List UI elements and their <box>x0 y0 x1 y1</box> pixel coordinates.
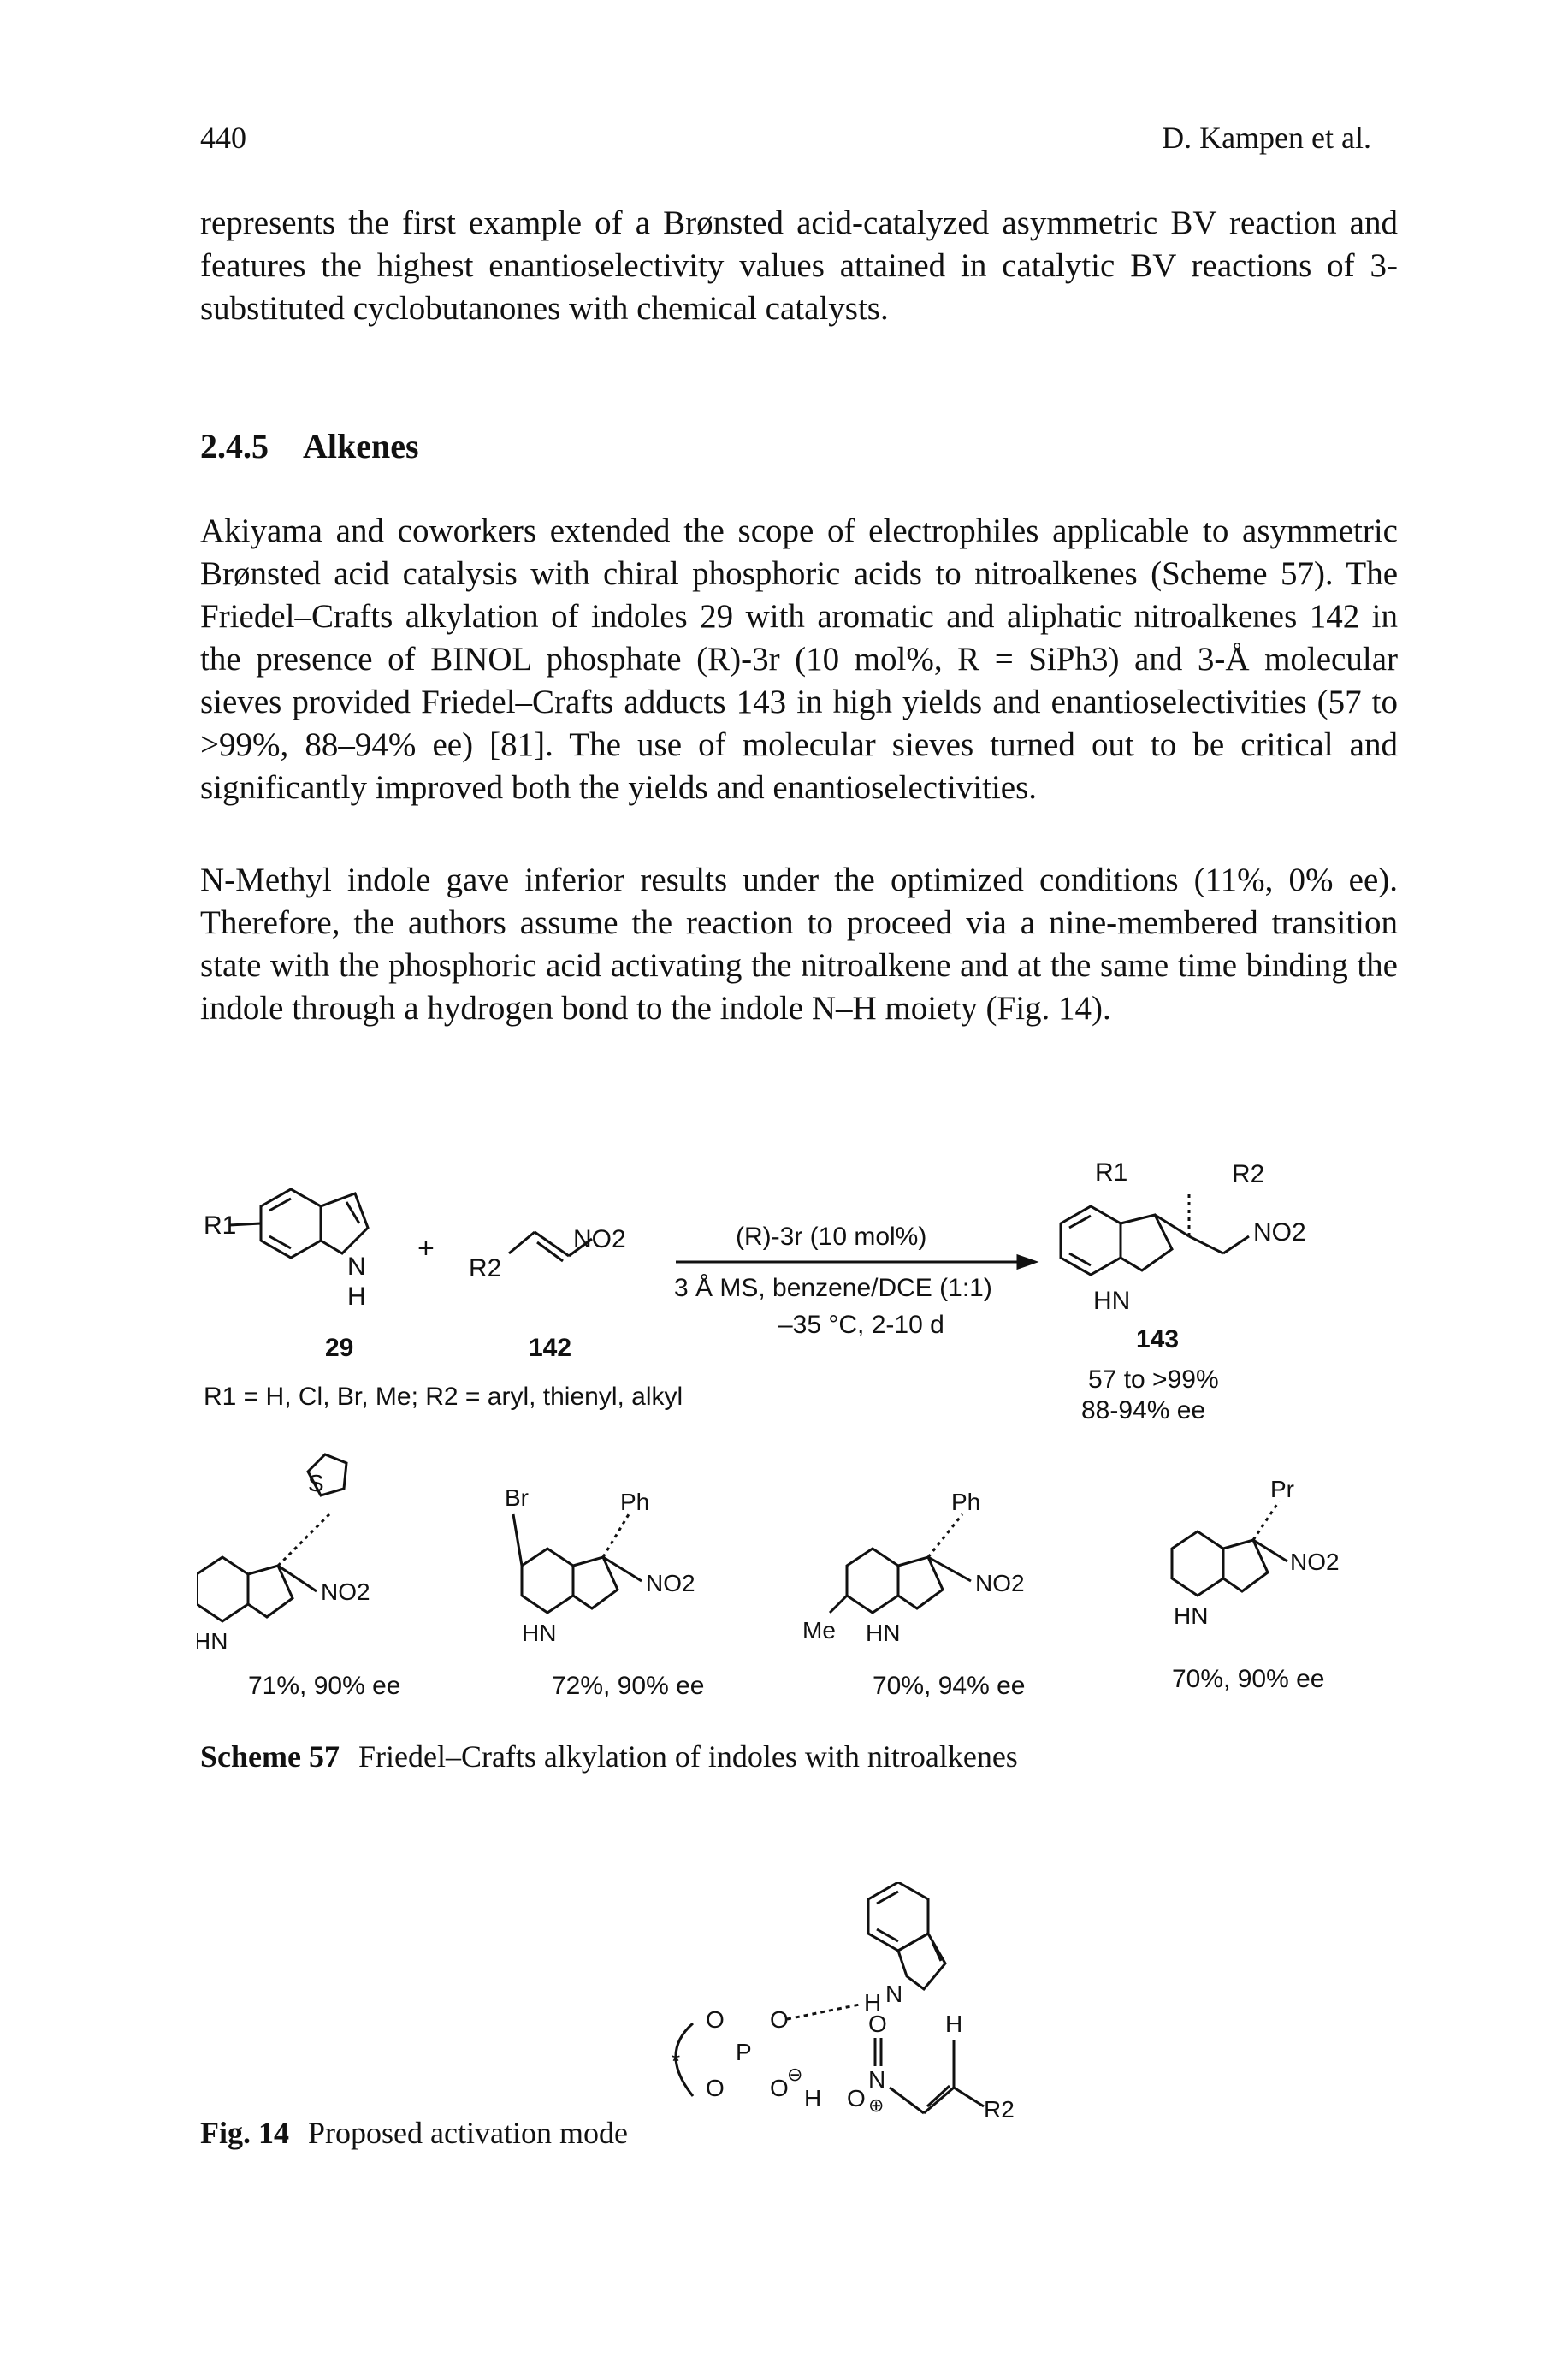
fig14-h-vinyl: H <box>945 2011 962 2037</box>
h-atom: H <box>347 1282 366 1311</box>
result-example-2: 72%, 90% ee <box>552 1672 704 1700</box>
paragraph-1: represents the first example of a Brønst… <box>200 204 1398 327</box>
figure-14-graphic: N H * O O P O O ⊖ H O ⊕ N O H R2 <box>672 1882 1015 2123</box>
no2-example-1: NO2 <box>321 1578 370 1605</box>
r1-label-product: R1 <box>1095 1158 1127 1187</box>
hn-example-3: HN <box>866 1620 900 1646</box>
ph-example-2: Ph <box>620 1489 649 1515</box>
result-example-1: 71%, 90% ee <box>248 1672 400 1700</box>
compound-143-label: 143 <box>1136 1325 1179 1353</box>
substituent-definitions: R1 = H, Cl, Br, Me; R2 = aryl, thienyl, … <box>204 1383 683 1411</box>
no2-example-2: NO2 <box>646 1570 695 1596</box>
section-title: Alkenes <box>303 427 419 465</box>
r1-label: R1 <box>204 1211 236 1240</box>
example-product-4: Pr NO2 HN 70%, 90% ee <box>1170 1476 1340 1693</box>
result-example-3: 70%, 94% ee <box>873 1672 1025 1700</box>
result-example-4: 70%, 90% ee <box>1172 1665 1324 1693</box>
hn-example-1: HN <box>197 1628 228 1655</box>
condition-catalyst: (R)-3r (10 mol%) <box>736 1223 926 1251</box>
condition-temp: –35 °C, 2-10 d <box>778 1311 944 1339</box>
example-product-1: S NO2 HN 71%, 90% ee <box>197 1453 400 1700</box>
ee-range: 88-94% ee <box>1081 1396 1205 1424</box>
compound-29-label: 29 <box>325 1334 353 1362</box>
condition-ms: 3 Å MS, benzene/DCE (1:1) <box>674 1274 992 1302</box>
fig14-o-3: O <box>706 2075 725 2101</box>
page-number: 440 <box>200 121 246 155</box>
thienyl-s-atom: S <box>308 1470 324 1496</box>
fig14-o-5: O <box>847 2085 866 2111</box>
figure-14-caption-text: Proposed activation mode <box>308 2116 628 2150</box>
product-143-structure: R1 R2 NO2 HN <box>1059 1158 1306 1315</box>
fig14-o-2: O <box>770 2006 789 2033</box>
no2-example-3: NO2 <box>975 1570 1025 1596</box>
me-substituent: Me <box>802 1617 836 1644</box>
scheme-57-caption-text: Friedel–Crafts alkylation of indoles wit… <box>358 1739 1018 1774</box>
fig14-o-1: O <box>706 2006 725 2033</box>
fig14-o-6: O <box>868 2011 887 2037</box>
section-number: 2.4.5 <box>200 427 269 465</box>
hn-example-2: HN <box>522 1620 556 1646</box>
example-product-3: Me Ph NO2 HN 70%, 94% ee <box>802 1489 1025 1700</box>
r2-label-product: R2 <box>1232 1160 1264 1188</box>
fig14-n-atom: N <box>885 1981 902 2007</box>
n-atom: N <box>347 1253 366 1281</box>
fig14-r2: R2 <box>984 2096 1015 2123</box>
fig14-o-4: O <box>770 2075 789 2101</box>
fig14-n-nitro: N <box>868 2066 885 2093</box>
fig14-star: * <box>672 2048 680 2074</box>
scheme-57-caption: Scheme 57 Friedel–Crafts alkylation of in… <box>200 1738 1018 1774</box>
br-substituent: Br <box>505 1484 529 1511</box>
ph-example-3: Ph <box>951 1489 980 1515</box>
figure-14-label: Fig. 14 <box>200 2116 289 2150</box>
fig14-p-atom: P <box>736 2039 752 2065</box>
example-product-2: Br Ph NO2 HN 72%, 90% ee <box>505 1484 704 1700</box>
plus-sign: + <box>417 1232 435 1264</box>
indole-29-structure: R1 N H <box>204 1188 370 1311</box>
fig14-minus: ⊖ <box>787 2064 802 2085</box>
scheme-57-graphic: R1 N H + R2 NO2 (R)-3r (10 mol%) 3 Å MS,… <box>197 1158 1340 1700</box>
r2-label: R2 <box>469 1254 501 1282</box>
fig14-plus: ⊕ <box>868 2094 884 2116</box>
figure-14-caption: Fig. 14 Proposed activation mode <box>200 2115 628 2151</box>
compound-142-label: 142 <box>529 1334 571 1362</box>
no2-example-4: NO2 <box>1290 1549 1340 1575</box>
nitroalkene-142-structure: R2 NO2 <box>469 1225 626 1282</box>
no2-label: NO2 <box>573 1225 626 1253</box>
yield-range: 57 to >99% <box>1088 1365 1219 1394</box>
fig14-h-bridge: H <box>804 2085 821 2111</box>
paragraph-2: Akiyama and coworkers extended the scope… <box>200 512 1398 806</box>
scheme-57-label: Scheme 57 <box>200 1739 340 1774</box>
running-head: D. Kampen et al. <box>1162 121 1371 155</box>
hn-example-4: HN <box>1174 1602 1208 1629</box>
fig14-nh-h: H <box>864 1989 881 2016</box>
paragraph-3: N-Methyl indole gave inferior results un… <box>200 862 1398 1027</box>
no2-label-product: NO2 <box>1253 1218 1306 1247</box>
section-heading: 2.4.5 Alkenes <box>200 426 453 466</box>
arrow-head <box>1016 1253 1039 1270</box>
pr-example-4: Pr <box>1270 1476 1294 1502</box>
hn-label-product: HN <box>1093 1287 1130 1315</box>
